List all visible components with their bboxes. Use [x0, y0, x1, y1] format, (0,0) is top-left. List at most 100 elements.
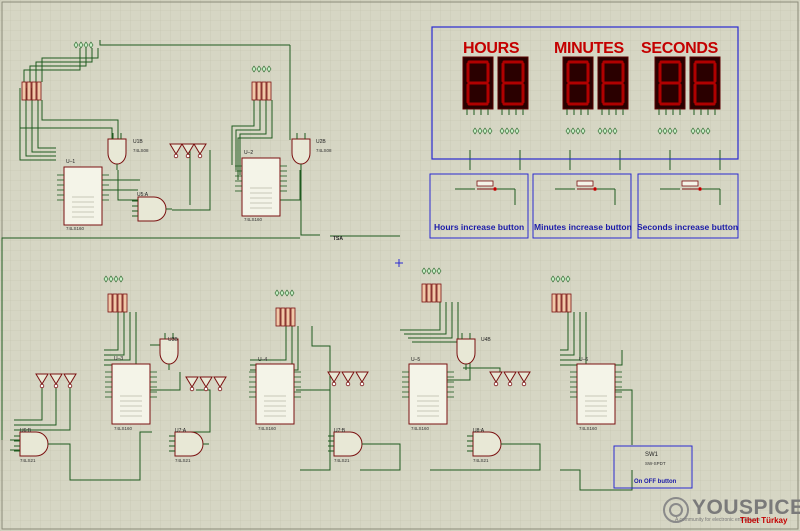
gate-u7b	[328, 431, 368, 457]
hours-title: HOURS	[463, 40, 520, 57]
inverter-3	[35, 373, 49, 389]
wire-46	[404, 302, 447, 335]
u8a-label: U8:A	[473, 428, 485, 434]
inverter-14	[517, 371, 531, 387]
wire-52	[560, 312, 569, 351]
top-connectors-4	[274, 289, 295, 297]
inverter-4	[49, 373, 63, 389]
wire-21	[1, 237, 300, 440]
wire-33	[14, 384, 71, 431]
inverter-7	[199, 376, 213, 392]
inverter-0	[169, 143, 183, 159]
resistor-pack-3	[107, 293, 128, 313]
wire-19	[280, 170, 301, 201]
u4b-label: U4B	[481, 337, 491, 343]
top-connectors-2	[251, 65, 272, 73]
seconds-connectors-b	[690, 127, 711, 135]
wire-54	[560, 312, 581, 361]
author-name: Tibet Türkay	[740, 516, 788, 525]
resistor-packs	[21, 81, 572, 327]
u5-label: U–5	[411, 357, 421, 363]
digit-2	[562, 56, 594, 115]
u2b-label: U2B	[316, 139, 326, 145]
wire-15	[231, 100, 255, 165]
gate-u7a	[169, 431, 209, 457]
digit-5	[689, 56, 721, 115]
u1-part: 74LS160	[66, 226, 85, 231]
wire-44	[311, 326, 331, 440]
top-connectors-6	[550, 275, 571, 283]
inverter-2	[193, 143, 207, 159]
top-connectors-1	[73, 41, 94, 49]
u5-part: 74LS160	[411, 426, 430, 431]
wire-45	[400, 302, 441, 331]
gate-u5a	[132, 196, 172, 222]
wire-28	[104, 312, 125, 356]
wire-31	[14, 384, 43, 421]
chip-u4	[249, 363, 301, 425]
u2-label: U–2	[244, 150, 254, 156]
u1-label: U–1	[66, 159, 76, 165]
chip-u3	[105, 363, 157, 425]
wire-39	[250, 326, 287, 361]
resistor-pack-6	[551, 293, 572, 313]
chip-u1	[57, 166, 109, 226]
seconds-pushbutton	[660, 180, 721, 205]
u7a-part: 74LS21	[175, 458, 191, 463]
wire-47	[408, 302, 453, 339]
inverter-6	[185, 376, 199, 392]
hours-connectors-b	[499, 127, 520, 135]
wire-37	[150, 372, 181, 391]
gate-u1b	[107, 133, 127, 170]
resistor-pack-4	[275, 307, 296, 327]
sw1-label: SW1	[645, 452, 659, 458]
wire-3	[37, 88, 56, 149]
top-connectors-5	[421, 267, 442, 275]
brand-tagline: A community for electronic enthusiasts	[675, 517, 761, 523]
u3b-label: U3B	[168, 337, 178, 343]
gate-u3b	[159, 333, 179, 370]
u3-label: U–3	[114, 356, 124, 362]
u2-part: 74LS160	[244, 217, 263, 222]
wire-51	[430, 443, 541, 471]
wire-16	[235, 100, 261, 170]
digit-4	[654, 56, 686, 115]
wire-17	[239, 100, 267, 175]
wire-1	[25, 88, 56, 157]
u6-label: U–6	[579, 357, 589, 363]
inverter-5	[63, 373, 77, 389]
seven-segment-digits	[73, 41, 721, 297]
chip-u2	[235, 157, 287, 217]
minutes-connectors-b	[597, 127, 618, 135]
seconds-button-panel	[637, 173, 739, 239]
inverter-12	[489, 371, 503, 387]
wire-4	[23, 48, 81, 82]
wire-9	[19, 100, 113, 139]
seconds-title: SECONDS	[641, 40, 719, 57]
u7b-label: U7:B	[334, 428, 346, 434]
wires	[1, 40, 721, 491]
wire-58	[560, 469, 633, 491]
wire-23	[99, 40, 290, 46]
inverter-1	[181, 143, 195, 159]
u4-label: U–4	[258, 357, 268, 363]
resistor-pack-5	[421, 283, 442, 303]
u3-part: 74LS160	[114, 426, 133, 431]
inverter-9	[327, 371, 341, 387]
wire-36	[48, 431, 152, 481]
onoff-button-panel	[613, 445, 693, 489]
minutes-button-panel	[532, 173, 632, 239]
chip-u6	[570, 363, 622, 425]
wire-50	[463, 367, 501, 372]
wire-18	[237, 100, 273, 180]
inverter-8	[213, 376, 227, 392]
gate-u8a	[467, 431, 507, 457]
digit-1	[497, 56, 529, 115]
youspice-logo	[663, 497, 689, 523]
counter-chips	[57, 157, 622, 425]
seconds-button-label: Seconds increase button	[637, 222, 739, 232]
u7b-part: 74LS21	[334, 458, 350, 463]
seconds-connectors-a	[657, 127, 678, 135]
u6-part: 74LS160	[579, 426, 598, 431]
minutes-title: MINUTES	[554, 40, 624, 57]
